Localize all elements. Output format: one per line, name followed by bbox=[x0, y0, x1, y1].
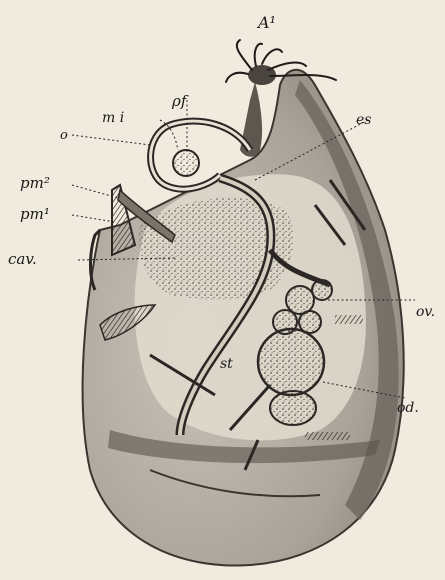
label-pm2: pm² bbox=[20, 174, 50, 192]
oviduct-body bbox=[258, 329, 324, 395]
tentacles bbox=[226, 40, 336, 82]
label-od: od. bbox=[397, 400, 419, 416]
label-pm1: pm¹ bbox=[20, 205, 50, 223]
label-a1: A¹ bbox=[256, 13, 276, 32]
label-mi: m i bbox=[102, 110, 124, 126]
hatched-bar-small bbox=[335, 315, 363, 324]
label-st: st bbox=[220, 356, 233, 372]
label-ov: ov. bbox=[416, 304, 435, 320]
label-cav: cav. bbox=[8, 250, 37, 268]
label-pf: ρf bbox=[171, 92, 189, 110]
hatched-bar bbox=[305, 432, 350, 440]
label-o: o bbox=[60, 128, 68, 143]
ganglion bbox=[173, 150, 199, 176]
label-es: es bbox=[356, 112, 371, 128]
oviduct-lower bbox=[270, 391, 316, 425]
